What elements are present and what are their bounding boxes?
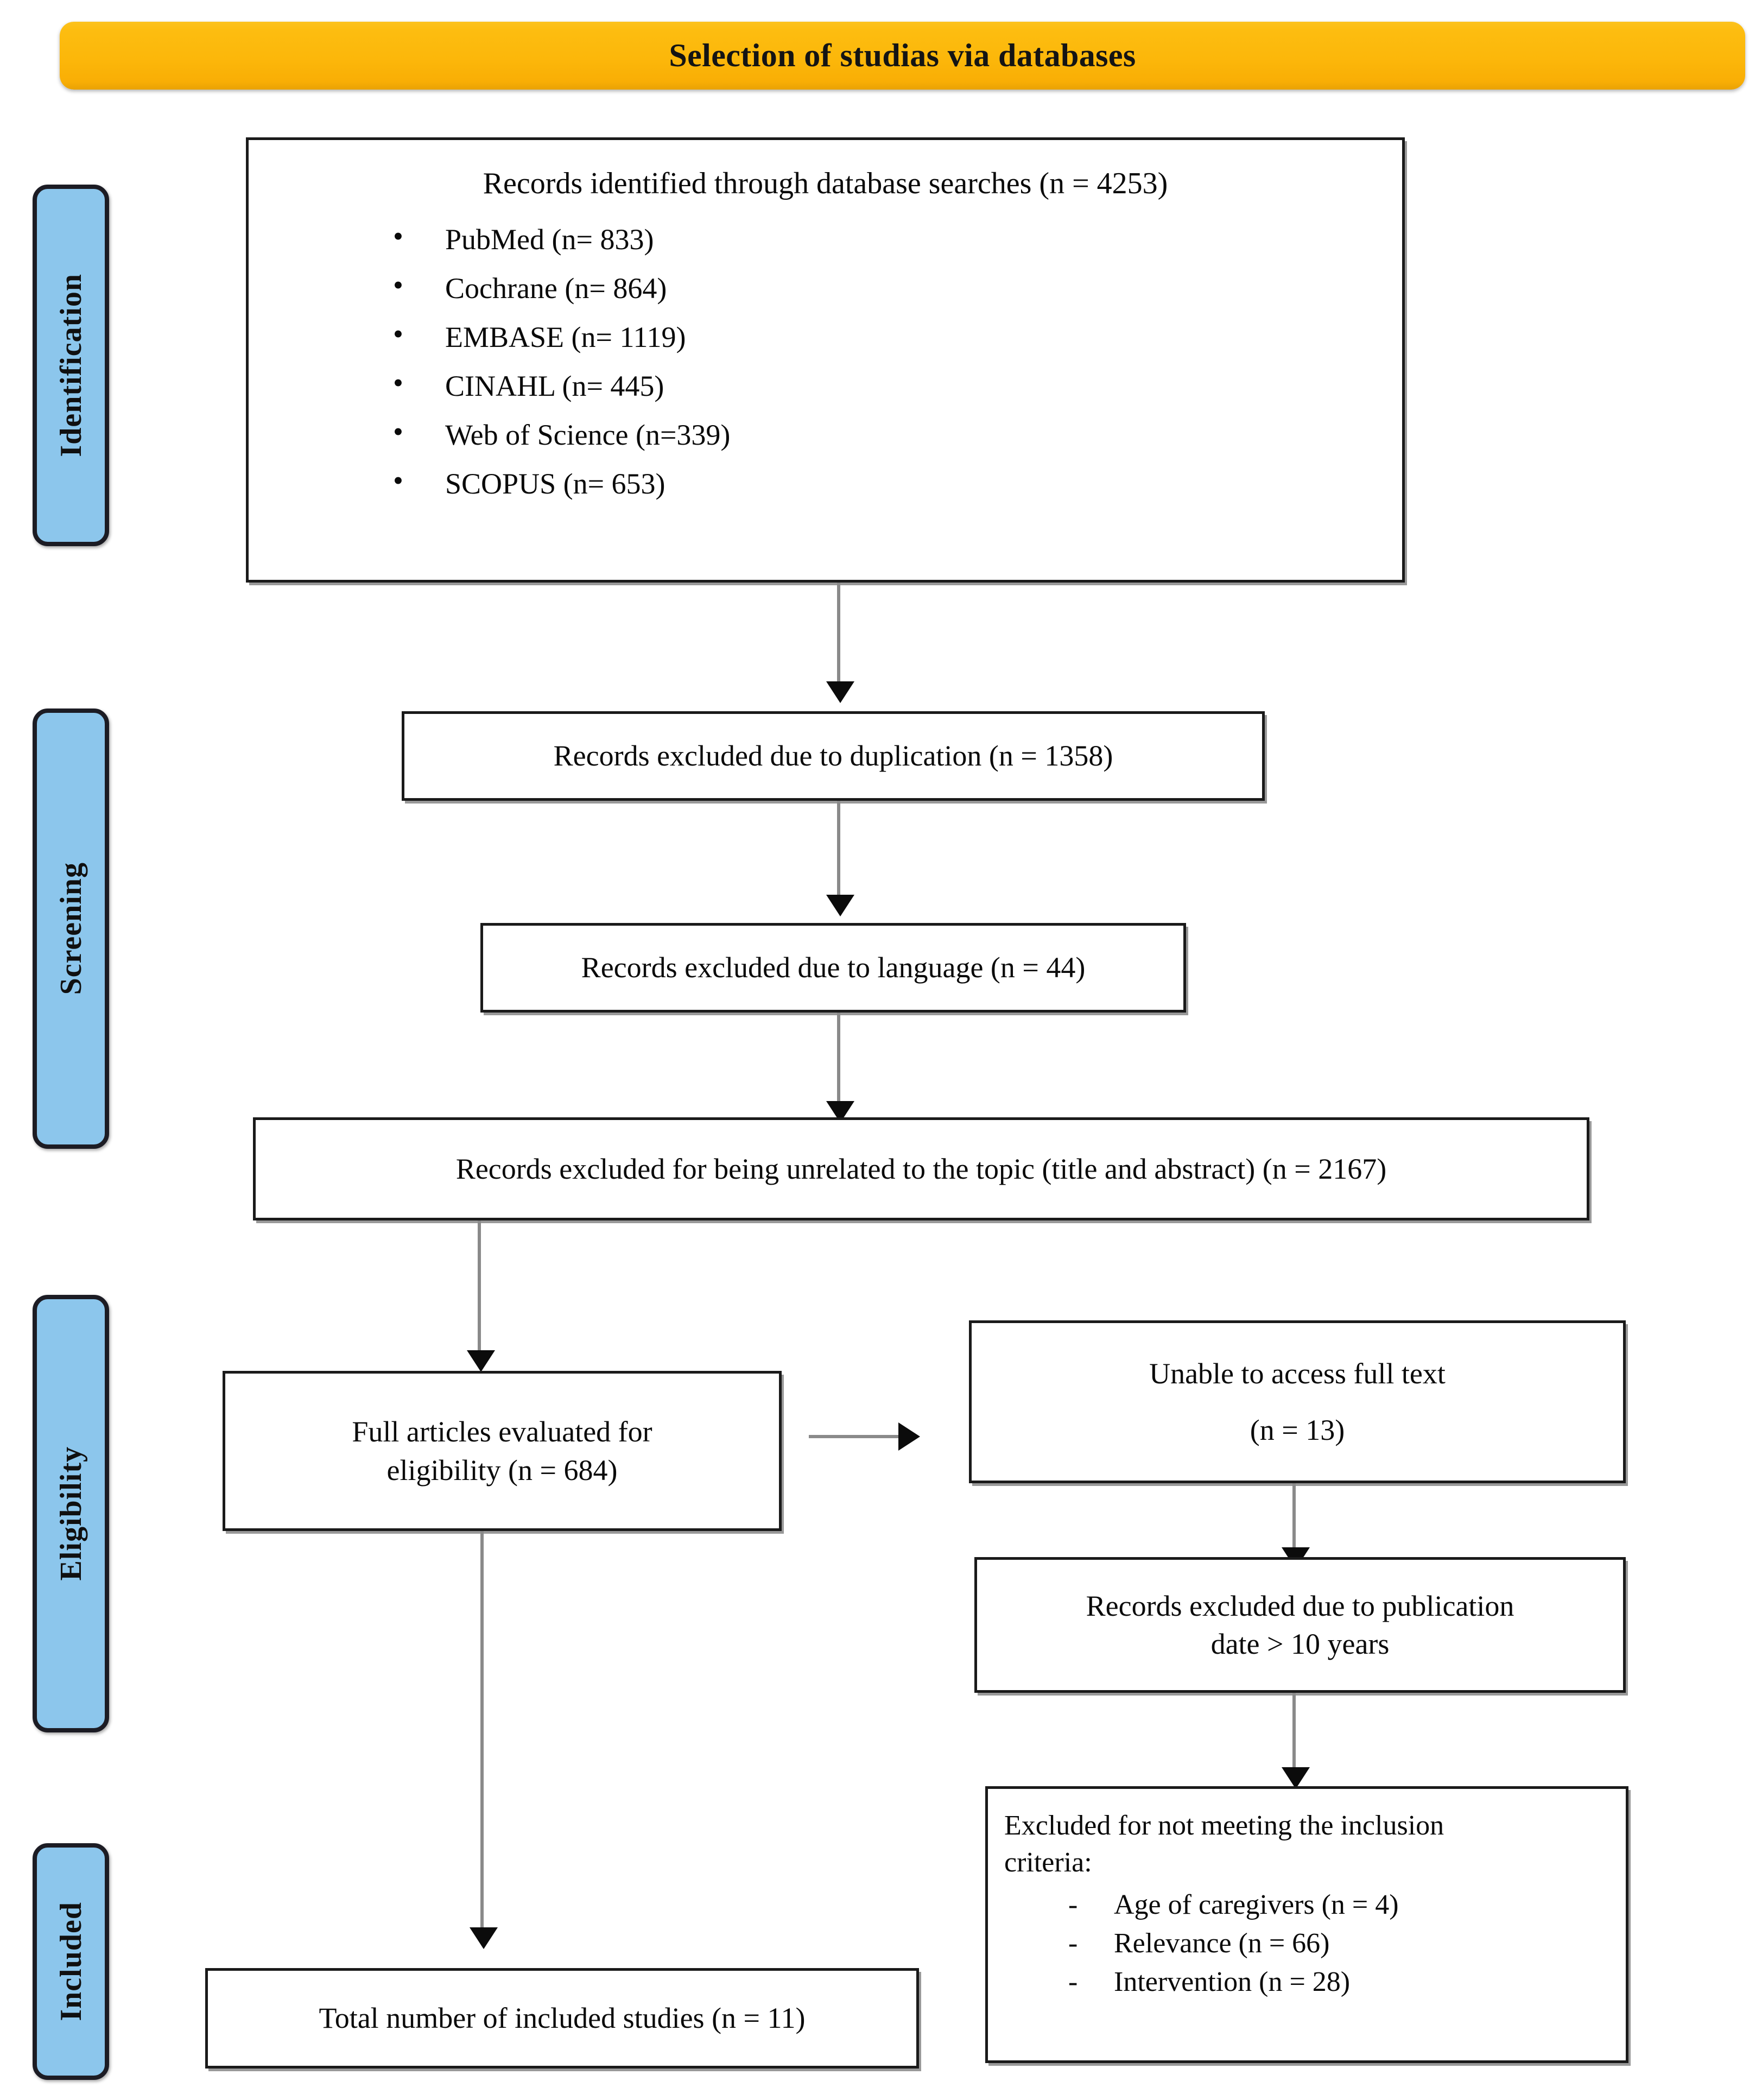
arrowhead-full-articles-to-included <box>470 1927 498 1949</box>
stage-label-eligibility-text: Eligibility <box>54 1446 88 1581</box>
unable-access-line-1: Unable to access full text <box>1149 1357 1446 1390</box>
records-excluded-language-text: Records excluded due to language (n = 44… <box>581 951 1086 984</box>
connector-full-articles-to-included <box>480 1531 484 1933</box>
diagram-title: Selection of studias via databases <box>669 37 1136 73</box>
stage-label-identification: Identification <box>33 185 109 546</box>
pub-date-line-1: Records excluded due to publication <box>1086 1589 1514 1622</box>
arrowhead-unrelated-to-full-articles <box>467 1350 495 1372</box>
full-articles-line-1: Full articles evaluated for <box>352 1415 652 1449</box>
records-excluded-unrelated-text: Records excluded for being unrelated to … <box>455 1152 1387 1185</box>
full-articles-line-2: eligibility (n = 684) <box>386 1453 618 1487</box>
records-excluded-duplication-text: Records excluded due to duplication (n =… <box>553 739 1113 773</box>
arrowhead-full-articles-to-no-access <box>898 1422 920 1451</box>
list-item: Intervention (n = 28) <box>1064 1963 1399 2002</box>
records-identified-heading: Records identified through database sear… <box>483 167 1168 200</box>
records-excluded-duplication-box: Records excluded due to duplication (n =… <box>402 711 1265 801</box>
full-articles-evaluated-box: Full articles evaluated for eligibility … <box>223 1371 782 1531</box>
excluded-inclusion-criteria-box: Excluded for not meeting the inclusion c… <box>985 1786 1628 2063</box>
arrowhead-identified-to-duplication <box>826 681 854 703</box>
list-item: SCOPUS (n= 653) <box>393 466 730 498</box>
list-item: EMBASE (n= 1119) <box>393 319 730 352</box>
list-item: PubMed (n= 833) <box>393 222 730 254</box>
records-excluded-unrelated-box: Records excluded for being unrelated to … <box>253 1117 1589 1220</box>
connector-full-articles-to-no-access <box>809 1435 901 1438</box>
stage-label-screening: Screening <box>33 709 109 1149</box>
stage-label-eligibility: Eligibility <box>33 1295 109 1732</box>
unable-access-line-2: (n = 13) <box>1250 1414 1345 1446</box>
stage-label-identification-text: Identification <box>54 274 88 457</box>
arrowhead-duplication-to-language <box>826 895 854 916</box>
list-item: Age of caregivers (n = 4) <box>1064 1886 1399 1925</box>
connector-identified-to-duplication <box>837 583 840 688</box>
unable-access-full-text-box: Unable to access full text (n = 13) <box>969 1320 1626 1483</box>
connector-unrelated-to-full-articles <box>478 1220 481 1356</box>
list-item: CINAHL (n= 445) <box>393 368 730 401</box>
criteria-heading-line-2: criteria: <box>1004 1846 1092 1878</box>
pub-date-line-2: date > 10 years <box>1210 1628 1390 1660</box>
stage-label-screening-text: Screening <box>54 862 88 995</box>
connector-language-to-unrelated <box>837 1013 840 1108</box>
criteria-list: Age of caregivers (n = 4) Relevance (n =… <box>1004 1886 1399 2001</box>
list-item: Web of Science (n=339) <box>393 417 730 450</box>
database-source-list: PubMed (n= 833) Cochrane (n= 864) EMBASE… <box>263 222 730 498</box>
records-identified-box: Records identified through database sear… <box>246 137 1405 583</box>
total-included-studies-text: Total number of included studies (n = 11… <box>319 2002 806 2035</box>
list-item: Cochrane (n= 864) <box>393 270 730 303</box>
records-excluded-language-box: Records excluded due to language (n = 44… <box>480 923 1186 1013</box>
total-included-studies-box: Total number of included studies (n = 11… <box>205 1968 919 2069</box>
stage-label-included-text: Included <box>54 1902 88 2021</box>
records-excluded-pub-date-box: Records excluded due to publication date… <box>974 1557 1626 1693</box>
list-item: Relevance (n = 66) <box>1064 1925 1399 1963</box>
stage-label-included: Included <box>33 1843 109 2080</box>
connector-pub-date-to-criteria <box>1292 1693 1296 1774</box>
criteria-heading-line-1: Excluded for not meeting the inclusion <box>1004 1810 1444 1841</box>
connector-duplication-to-language <box>837 801 840 901</box>
diagram-title-banner: Selection of studias via databases <box>60 22 1745 90</box>
arrowhead-pub-date-to-criteria <box>1282 1767 1310 1789</box>
connector-no-access-to-pub-date <box>1292 1483 1296 1554</box>
